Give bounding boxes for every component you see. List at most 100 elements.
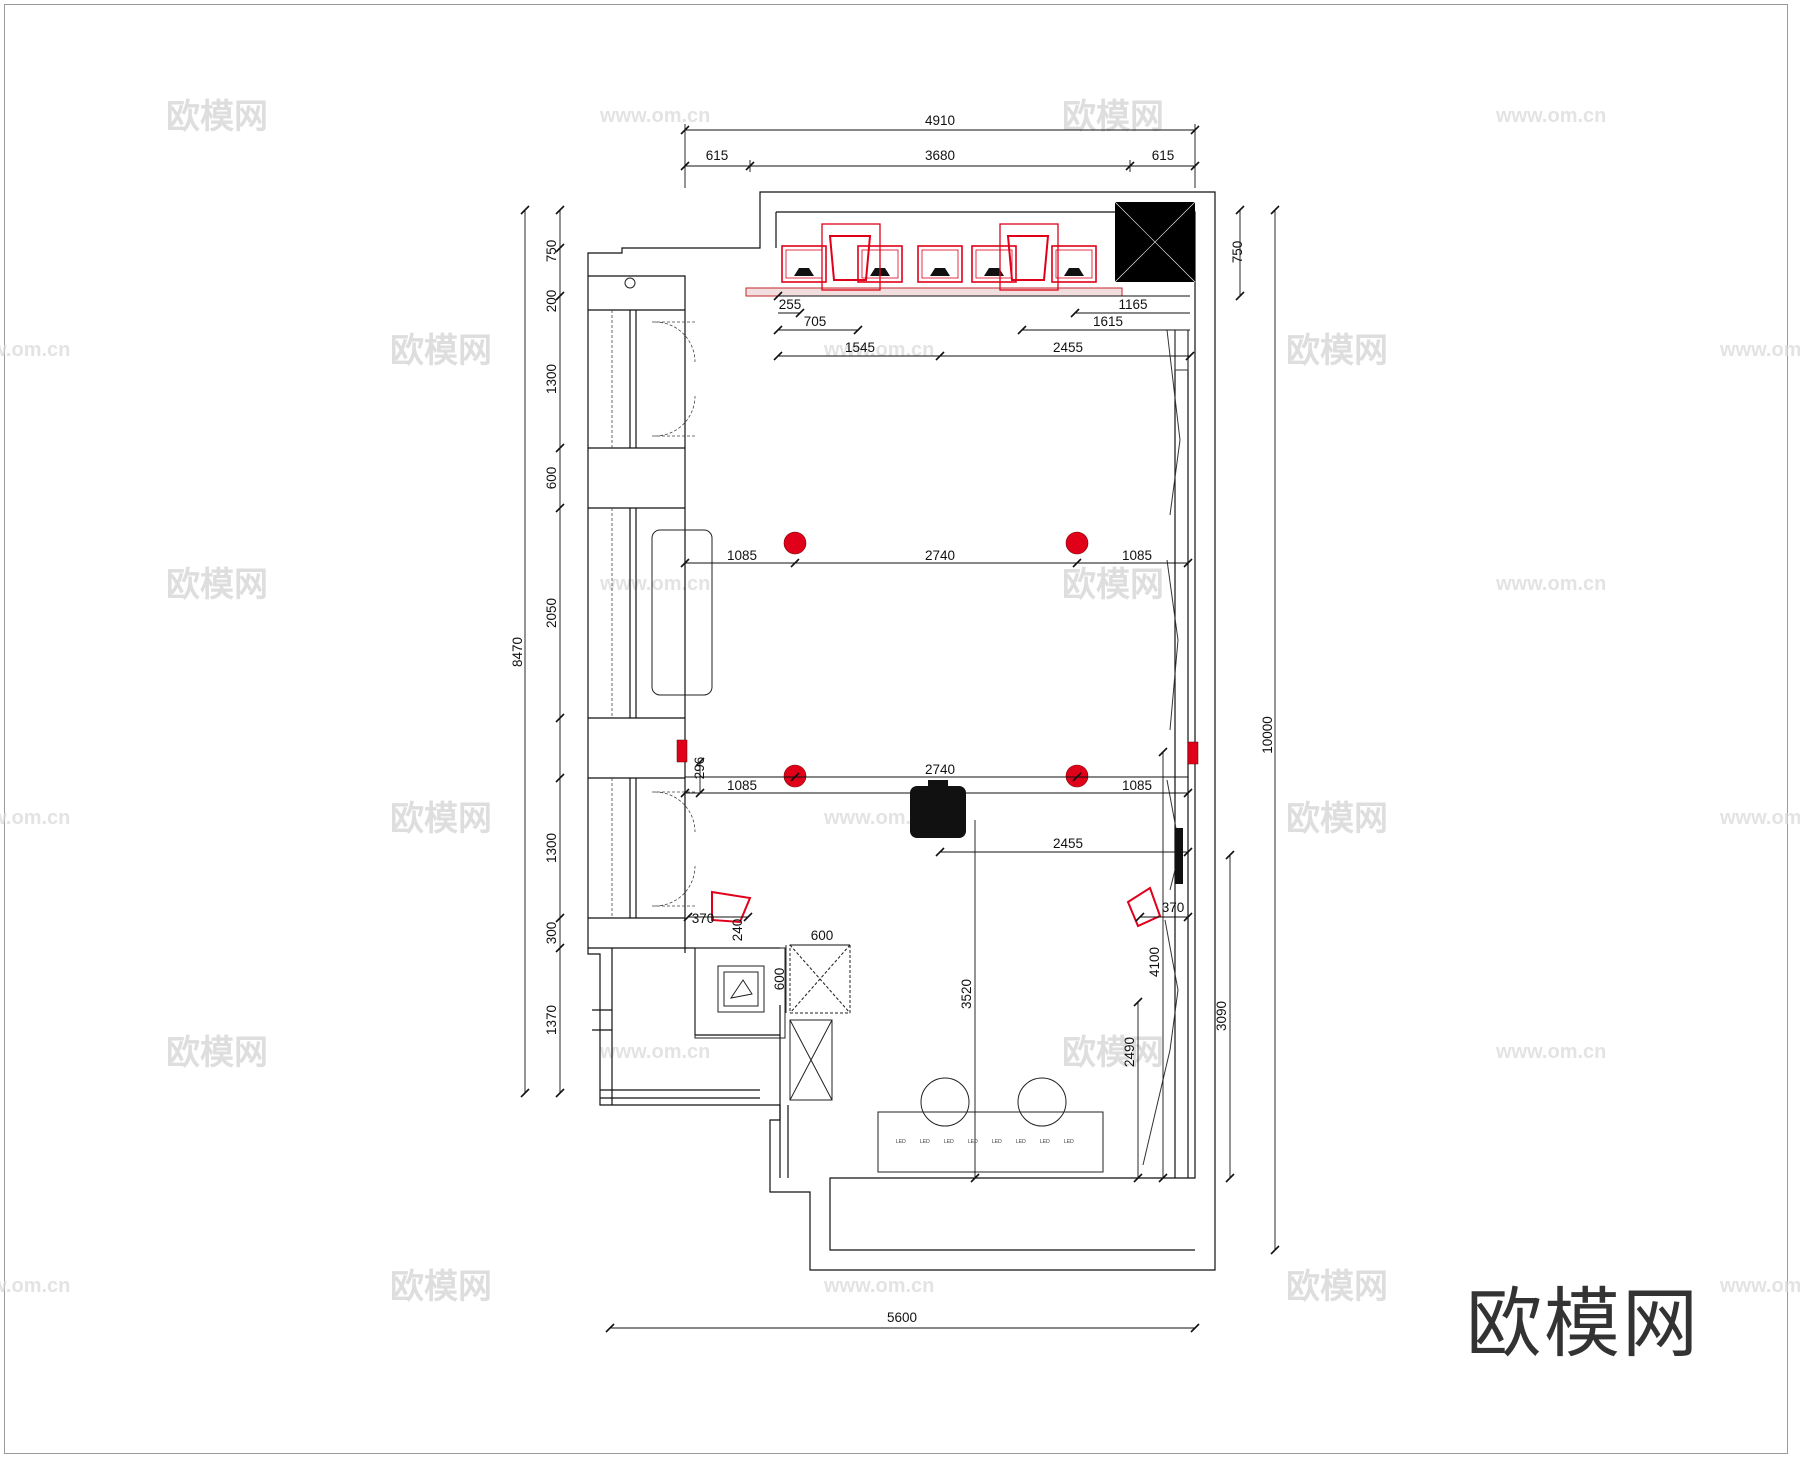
monitor-icon xyxy=(781,245,827,283)
dim-vertical-4100: 4100 xyxy=(1147,947,1162,977)
led-label: LED xyxy=(1016,1139,1026,1145)
dimension-tick xyxy=(605,1323,615,1333)
dim-box-h: 600 xyxy=(772,968,787,991)
dim-shelf-b: 705 xyxy=(804,314,827,329)
dimension-tick xyxy=(1235,291,1245,301)
dimension-tick xyxy=(520,205,530,215)
watermark-url: www.om.cn xyxy=(0,1275,70,1297)
dimension-tick xyxy=(1225,1173,1235,1183)
dim-row1-right: 1085 xyxy=(1122,548,1152,563)
watermark-url: www.om.cn xyxy=(599,1041,710,1063)
watermark-brand: 欧模网 xyxy=(390,1268,492,1306)
chair-icon xyxy=(711,886,1162,928)
ceiling-light-icon xyxy=(1065,531,1089,555)
dimension-tick xyxy=(555,443,565,453)
watermark-brand: 欧模网 xyxy=(1286,1268,1388,1306)
dim-right-top: 750 xyxy=(1230,241,1245,264)
dimension-tick xyxy=(555,913,565,923)
dimension-tick xyxy=(795,308,805,318)
dimension-tick xyxy=(1135,912,1145,922)
reception-desk xyxy=(877,1077,1104,1173)
dimension-tick xyxy=(555,291,565,301)
watermark-url: www.om.cn xyxy=(823,339,934,361)
watermark-brand: 欧模网 xyxy=(166,1034,268,1072)
led-label: LED xyxy=(1064,1139,1074,1145)
dimension-tick xyxy=(773,325,783,335)
watermark-url: www.om.cn xyxy=(1495,573,1606,595)
projector-icon xyxy=(910,780,966,838)
dimension-tick xyxy=(1225,850,1235,860)
watermark-url: www.om.cn xyxy=(1719,339,1800,361)
dim-offset-296: 296 xyxy=(692,757,707,780)
watermark-brand: 欧模网 xyxy=(166,566,268,604)
dimension-tick xyxy=(935,847,945,857)
dimension-tick xyxy=(1133,1173,1143,1183)
dimension-tick xyxy=(1158,1173,1168,1183)
dim-shelf-d: 1615 xyxy=(1093,314,1123,329)
dimension-tick xyxy=(1072,772,1082,782)
dim-vertical-2490: 2490 xyxy=(1122,1037,1137,1067)
dimension-tick xyxy=(520,1088,530,1098)
dim-row2-mid: 2740 xyxy=(925,762,955,777)
monitor-icon xyxy=(999,223,1059,291)
watermark-logo: 欧模网 xyxy=(1466,1279,1700,1368)
dim-top-overall: 4910 xyxy=(925,113,955,128)
watermark-brand: 欧模网 xyxy=(1062,1034,1164,1072)
watermark-url: www.om.cn xyxy=(599,105,710,127)
watermark-layer: 欧模网欧模网欧模网欧模网欧模网欧模网欧模网欧模网欧模网欧模网欧模网欧模网www.… xyxy=(0,98,1800,1306)
dim-chair-left-a: 370 xyxy=(692,911,715,926)
led-label: LED xyxy=(1040,1139,1050,1145)
watermark-brand: 欧模网 xyxy=(1286,332,1388,370)
dimension-tick xyxy=(745,161,755,171)
led-label: LED xyxy=(992,1139,1002,1145)
dimension-tick xyxy=(1190,161,1200,171)
dim-left-overall: 8470 xyxy=(510,637,525,667)
dimension-tick xyxy=(1158,747,1168,757)
dim-chair-left-b: 240 xyxy=(730,919,745,942)
dimension-tick xyxy=(1235,205,1245,215)
dim-projector: 2455 xyxy=(1053,836,1083,851)
left-windows xyxy=(611,310,696,918)
dim-row1-left: 1085 xyxy=(727,548,757,563)
dimension-tick xyxy=(1270,205,1280,215)
dimension-tick xyxy=(555,205,565,215)
dim-left-f: 1300 xyxy=(544,833,559,863)
dim-right-overall: 10000 xyxy=(1260,716,1275,754)
watermark-url: www.om.cn xyxy=(823,1275,934,1297)
wall-socket-left xyxy=(676,739,688,763)
dim-left-e: 2050 xyxy=(544,598,559,628)
dimension-tick xyxy=(680,788,690,798)
dim-shelf-a: 255 xyxy=(779,297,802,312)
watermark-brand: 欧模网 xyxy=(1286,800,1388,838)
watermark-url: www.om.cn xyxy=(1719,1275,1800,1297)
dimension-tick xyxy=(1125,161,1135,171)
utility-room xyxy=(694,944,851,1101)
dimension-labels: 4910 615 3680 615 750 10000 3090 8470 75… xyxy=(510,113,1275,1325)
dimension-tick xyxy=(1190,1323,1200,1333)
monitor-icon xyxy=(1051,245,1097,283)
dim-top-middle: 3680 xyxy=(925,148,955,163)
watermark-brand: 欧模网 xyxy=(390,332,492,370)
dim-row1-mid: 2740 xyxy=(925,548,955,563)
dim-row2-left: 1085 xyxy=(727,778,757,793)
dimension-tick xyxy=(1185,351,1195,361)
watermark-brand: 欧模网 xyxy=(390,800,492,838)
watermark-url: www.om.cn xyxy=(0,807,70,829)
display-shelf xyxy=(745,287,1123,297)
monitor-icon xyxy=(971,245,1017,283)
dim-row2-right: 1085 xyxy=(1122,778,1152,793)
led-label: LED xyxy=(920,1139,930,1145)
dim-left-b: 200 xyxy=(544,290,559,313)
dimension-tick xyxy=(555,773,565,783)
dimension-tick xyxy=(970,1173,980,1183)
dimension-tick xyxy=(680,161,690,171)
screen-bar xyxy=(1175,828,1183,884)
dim-vertical-3520: 3520 xyxy=(959,979,974,1009)
dimension-tick xyxy=(555,1088,565,1098)
ceiling-light-icon xyxy=(783,531,807,555)
dimension-tick xyxy=(790,558,800,568)
dimension-tick xyxy=(1133,997,1143,1007)
dimension-tick xyxy=(683,912,693,922)
dimension-tick xyxy=(555,243,565,253)
